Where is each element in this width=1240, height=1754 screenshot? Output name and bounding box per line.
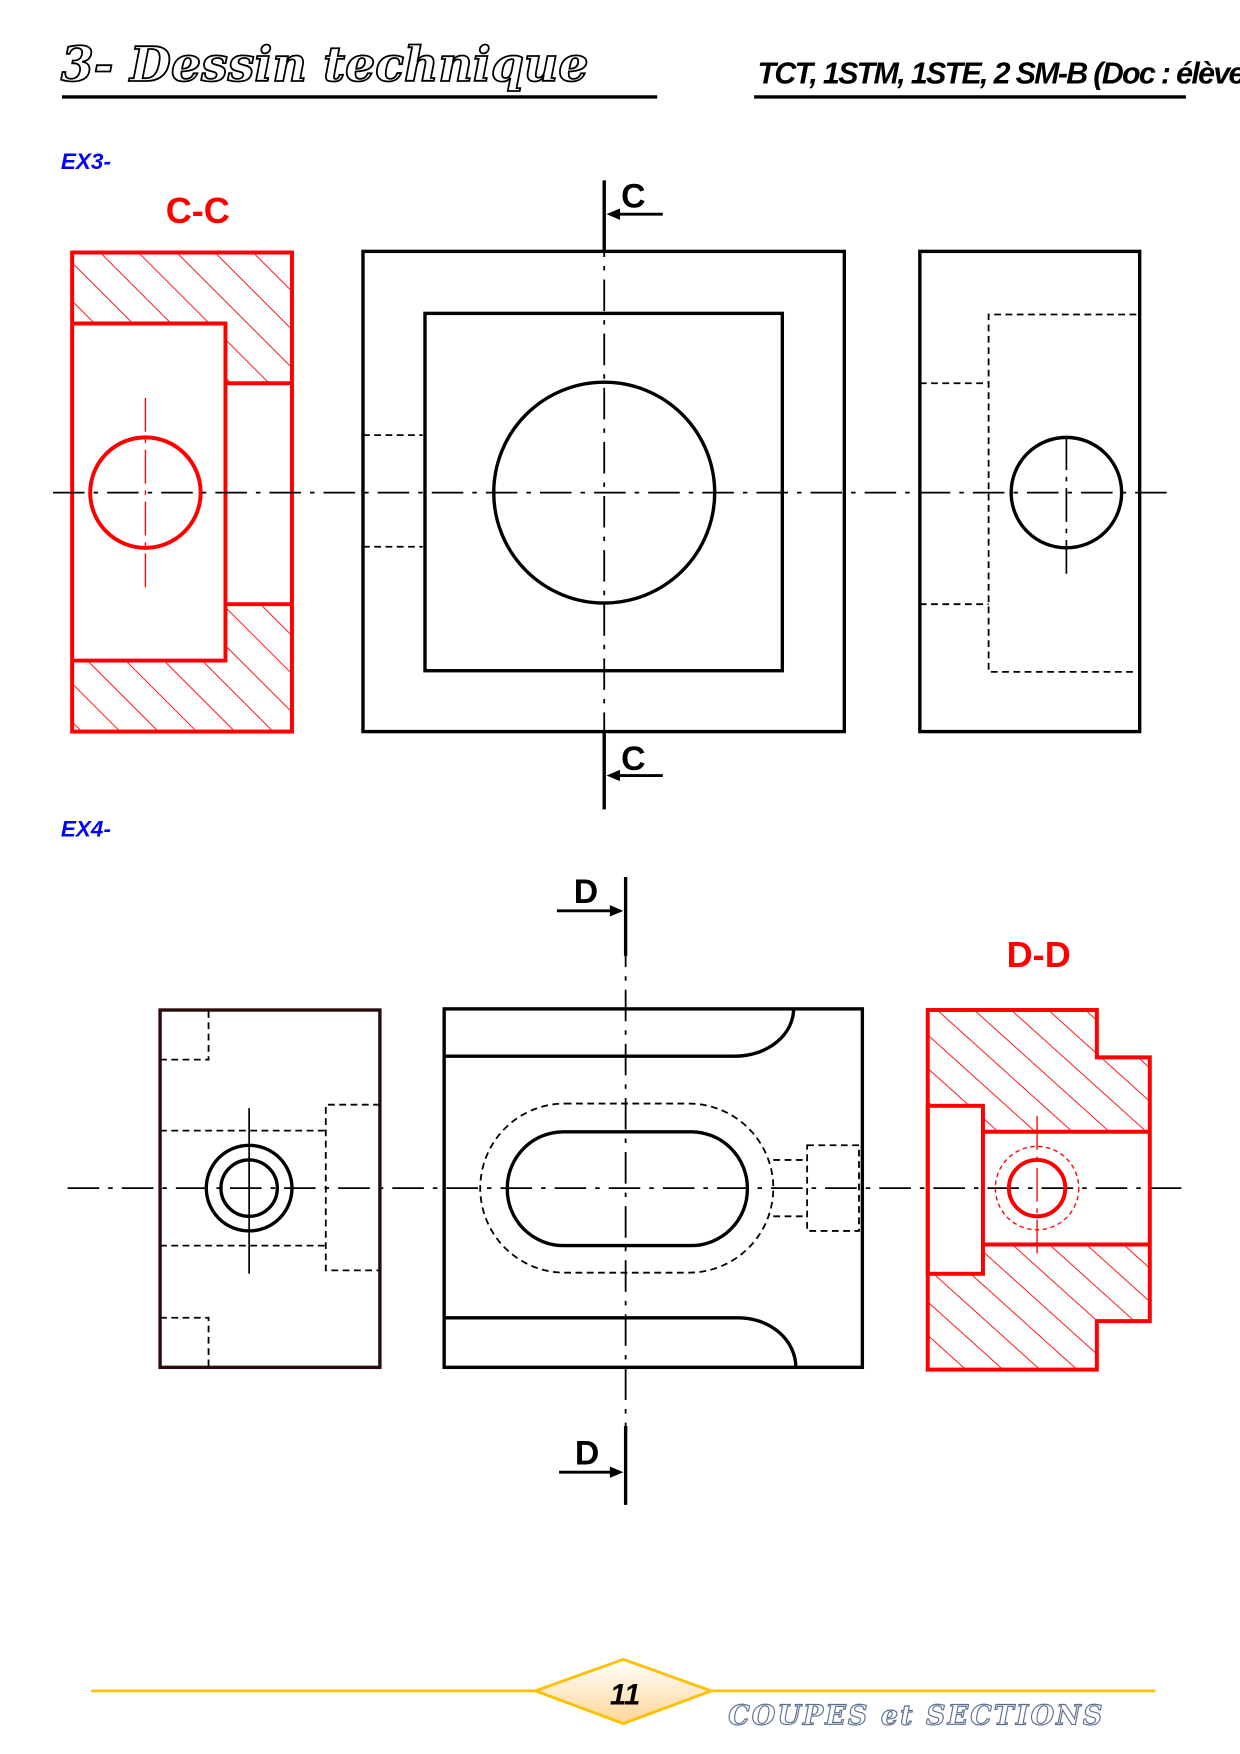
cut-label-d-bottom: D [575, 1434, 599, 1472]
front-view-ex3: C C [361, 177, 847, 810]
arrow-left-icon [606, 208, 620, 220]
side-view-ex3 [918, 249, 1142, 734]
section-view-dd [925, 1008, 1152, 1372]
arrow-left-icon [606, 769, 620, 782]
section-cc-title: C-C [166, 190, 230, 231]
cut-label-d-top: D [574, 873, 598, 911]
page-footer: 11 COUPES et SECTIONS [91, 1657, 1156, 1732]
cut-label-c-bottom: C [621, 740, 645, 778]
document-title: 3- Dessin technique [61, 38, 589, 93]
page-number-diamond [531, 1657, 716, 1726]
chapter-title: COUPES et SECTIONS [728, 1701, 1102, 1732]
page-header: 3- Dessin technique TCT, 1STM, 1STE, 2 S… [60, 37, 1240, 99]
arrow-right-icon [609, 1466, 624, 1478]
document-subtitle: TCT, 1STM, 1STE, 2 SM-B (Doc : élève) [758, 56, 1240, 90]
arrow-right-icon [609, 905, 624, 917]
exercise-3: EX3- C-C C C [52, 149, 1173, 810]
page-number: 11 [610, 1678, 640, 1711]
exercise-4-label: EX4- [61, 816, 111, 841]
section-dd-title: D-D [1007, 934, 1071, 975]
front-view-ex4: D D [442, 873, 865, 1505]
left-view-ex4 [158, 1008, 382, 1370]
exercise-4: EX4- D-D [61, 816, 1186, 1505]
exercise-3-label: EX3- [61, 149, 111, 174]
cut-label-c-top: C [621, 177, 645, 215]
